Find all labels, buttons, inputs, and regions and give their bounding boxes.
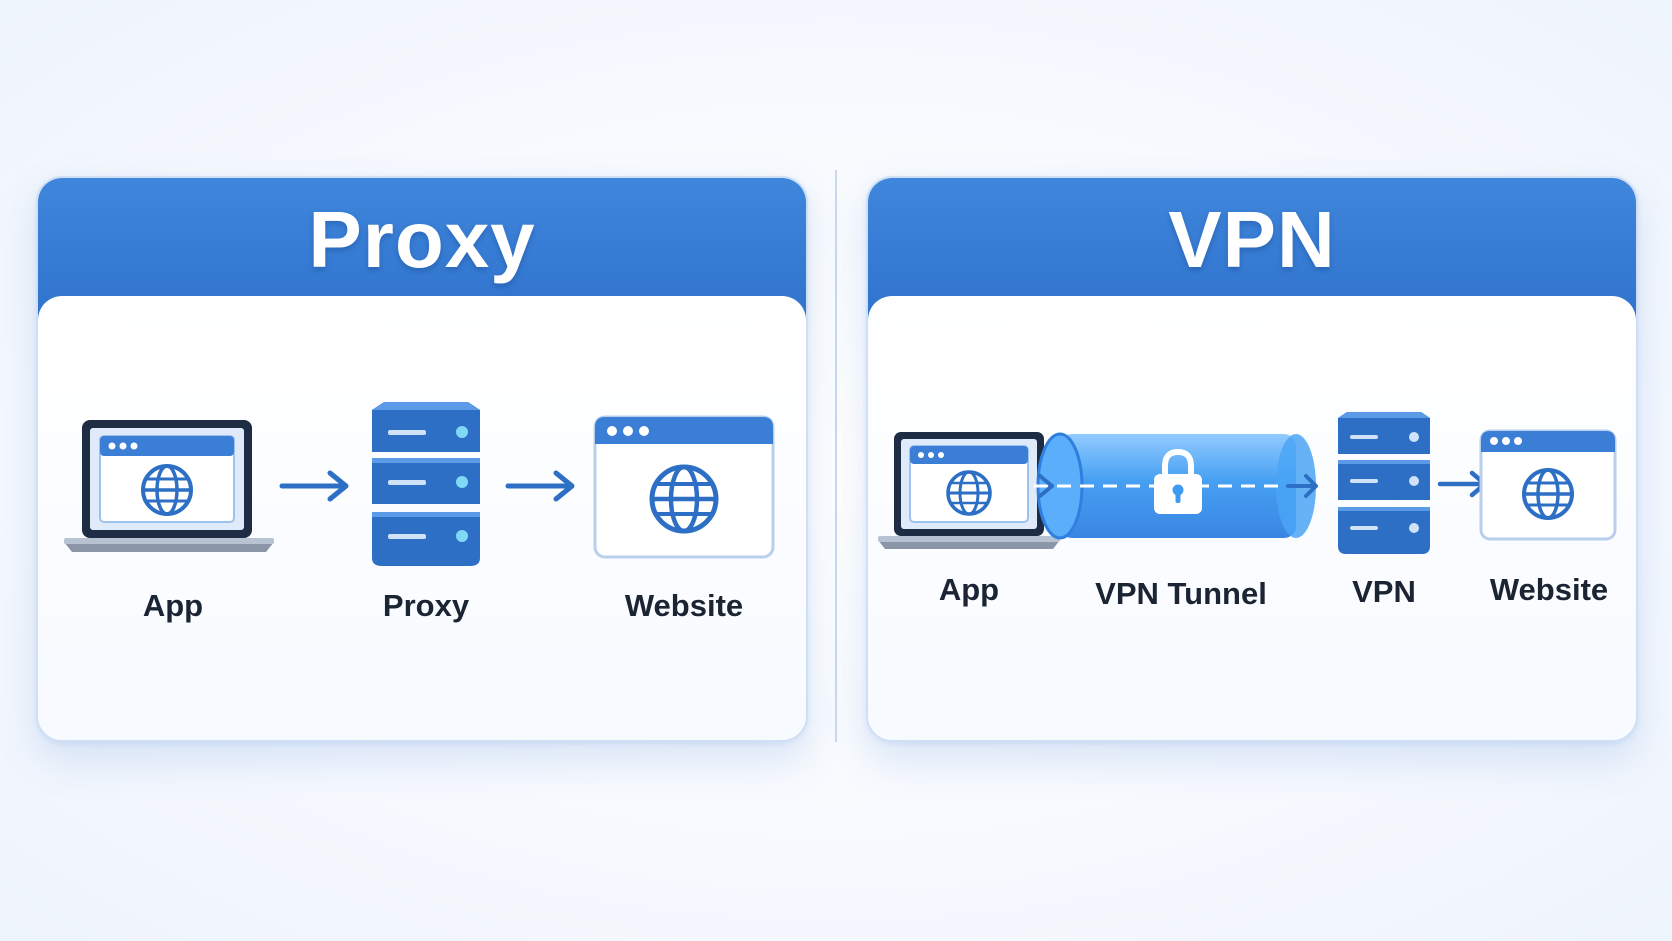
browser-window-icon <box>593 415 775 559</box>
label-app: App <box>938 572 1000 607</box>
globe-icon <box>649 464 719 534</box>
label-app: App <box>142 588 204 623</box>
vpn-panel: VPN <box>866 176 1638 742</box>
arrow-right-icon <box>279 470 349 502</box>
label-proxy: Proxy <box>382 588 470 623</box>
laptop-icon <box>64 420 274 552</box>
label-website: Website <box>1489 572 1609 607</box>
vpn-panel-title: VPN <box>1168 195 1336 284</box>
vpn-tunnel-icon <box>1034 432 1318 540</box>
label-website: Website <box>624 588 744 623</box>
server-icon <box>1338 412 1430 554</box>
browser-window-icon <box>1479 429 1617 541</box>
label-vpn-tunnel: VPN Tunnel <box>1095 576 1267 611</box>
globe-icon <box>946 470 992 516</box>
server-icon <box>372 402 480 566</box>
panel-divider <box>835 170 837 742</box>
globe-icon <box>141 464 193 516</box>
arrow-right-icon <box>505 470 575 502</box>
proxy-panel: Proxy <box>36 176 808 742</box>
proxy-panel-title: Proxy <box>308 195 536 284</box>
globe-icon <box>1522 468 1574 520</box>
label-vpn: VPN <box>1352 574 1416 609</box>
lock-icon <box>1154 448 1202 514</box>
laptop-icon <box>878 432 1060 549</box>
